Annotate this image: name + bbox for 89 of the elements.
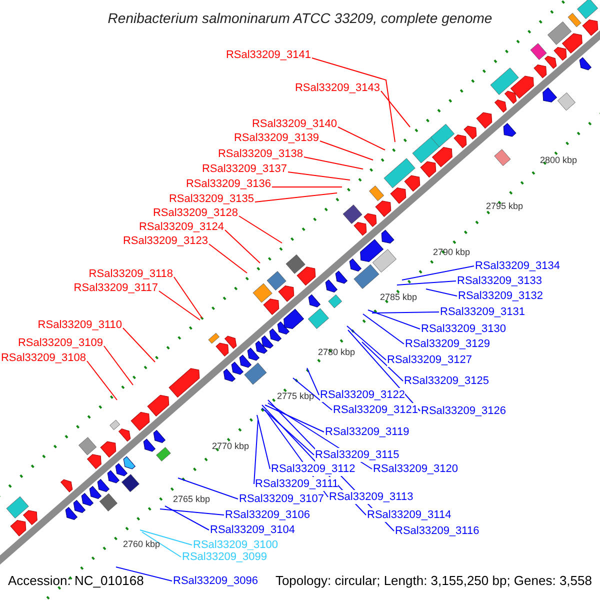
gene-label: RSal33209_3135 (168, 192, 254, 206)
leader-line (238, 216, 282, 244)
gene-label: RSal33209_3128 (152, 206, 238, 220)
scale-label: 2765 kbp (173, 494, 210, 504)
leader-line (346, 326, 386, 360)
gene-label: RSal33209_3133 (457, 274, 542, 288)
leader-line (264, 404, 324, 432)
leader-line (362, 342, 404, 382)
gene-label: RSal33209_3129 (405, 337, 490, 351)
leader-line (348, 330, 420, 412)
leader-line (292, 378, 332, 410)
leader-line (174, 276, 202, 318)
leader-line (306, 368, 320, 396)
gene-label: RSal33209_3118 (88, 267, 173, 281)
gene-label: RSal33209_3141 (226, 48, 311, 62)
footer-text: Accession: NC_010168 (8, 573, 144, 589)
leader-line (338, 126, 386, 150)
leader-line (272, 186, 342, 188)
gene-label: RSal33209_3114 (367, 508, 452, 522)
gene-label: RSal33209_3112 (271, 462, 356, 476)
gene-label: RSal33209_3125 (404, 374, 490, 388)
gene-label: RSal33209_3139 (234, 131, 319, 145)
gene-label: RSal33209_3113 (329, 490, 414, 504)
gene-label: RSal33209_3138 (218, 147, 303, 161)
leader-line (208, 244, 248, 274)
gene-label: RSal33209_3117 (74, 281, 158, 295)
leader-line (320, 140, 374, 160)
scale-label: 2780 kbp (318, 346, 356, 358)
gene-label: RSal33209_3116 (395, 524, 480, 538)
leader-line (160, 508, 224, 516)
leader-line (142, 532, 182, 558)
scale-label: 2770 kbp (212, 440, 250, 452)
leader-line (312, 58, 396, 142)
leader-line (158, 290, 200, 320)
leader-line (122, 328, 156, 362)
gene-label: RSal33209_3126 (421, 404, 506, 418)
gene-label: RSal33209_3127 (387, 353, 472, 367)
gene-label: RSal33209_3096 (173, 574, 258, 588)
gene-label: RSal33209_3132 (458, 289, 544, 303)
scale-label: 2790 kbp (433, 246, 470, 258)
leader-line (178, 478, 238, 500)
gene-label: RSal33209_3130 (421, 322, 506, 336)
leader-line (402, 266, 474, 280)
leader-line (140, 530, 192, 546)
scale-label: 2785 kbp (380, 292, 418, 302)
gene-label: RSal33209_3134 (475, 259, 560, 273)
gene-label: RSal33209_3104 (210, 523, 296, 537)
leader-line (362, 314, 404, 344)
gene-label: RSal33209_3140 (252, 117, 337, 131)
gene-label: RSal33209_3120 (373, 462, 458, 476)
gene-label: RSal33209_3108 (0, 351, 86, 365)
scale-label: 2795 kbp (486, 200, 524, 212)
gene-label: RSal33209_3106 (225, 508, 310, 522)
gene-label: RSal33209_3137 (202, 162, 287, 176)
gene-label: RSal33209_3099 (182, 550, 268, 564)
gene-label: RSal33209_3111 (255, 477, 338, 491)
diagram-title: Renibacterium salmoninarum ATCC 33209, complete genome (106, 9, 494, 27)
gene-label: RSal33209_3122 (320, 388, 406, 402)
leader-line (254, 420, 258, 484)
gene-label: RSal33209_3136 (186, 177, 271, 191)
leader-line (254, 192, 338, 202)
leader-line (224, 230, 260, 264)
leader-line (86, 360, 118, 400)
gene-label: RSal33209_3143 (294, 81, 380, 95)
leader-line (380, 90, 410, 128)
leader-line (256, 414, 270, 470)
gene-label: RSal33209_3115 (315, 448, 400, 462)
leader-line (288, 172, 350, 180)
footer-text: Topology: circular; Length: 3,155,250 bp; Genes: 3,558 (275, 573, 592, 589)
gene-label: RSal33209_3124 (138, 220, 224, 234)
gene-label: RSal33209_3121 (333, 403, 418, 417)
scale-label: 2760 kbp (123, 538, 160, 550)
leader-line (104, 346, 134, 386)
gene-label: RSal33209_3107 (239, 492, 324, 506)
leader-line (262, 408, 314, 456)
gene-label: RSal33209_3131 (440, 305, 526, 319)
leader-line (396, 280, 456, 286)
scale-label: 2775 kbp (277, 390, 314, 402)
leader-line (116, 566, 172, 582)
leader-line (372, 312, 440, 314)
gene-label: RSal33209_3110 (38, 318, 122, 332)
leader-line (368, 310, 420, 330)
gene-label: RSal33209_3109 (18, 336, 103, 350)
scale-label: 2800 kbp (540, 154, 578, 166)
leader-line (426, 288, 458, 296)
leader-line (304, 156, 364, 170)
gene-label: RSal33209_3123 (122, 234, 208, 248)
gene-label: RSal33209_3119 (325, 425, 410, 439)
leader-line (164, 506, 210, 530)
